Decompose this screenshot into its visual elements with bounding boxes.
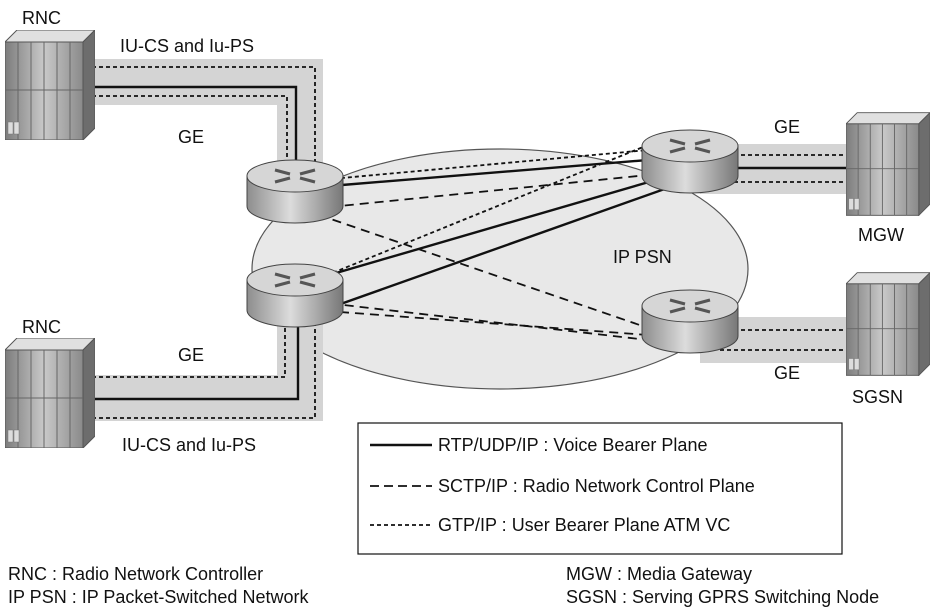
sgsn-rack [846,272,930,376]
router-sgsn-side [640,288,740,355]
mgw-rack [846,112,930,216]
top-iu-label: IU-CS and Iu-PS [120,36,254,56]
footnote-rnc: RNC : Radio Network Controller [8,564,264,584]
sgsn-ge-label: GE [774,363,800,383]
sgsn-label: SGSN [852,387,903,407]
rnc-top-label: RNC [22,8,61,28]
core-paths [287,144,691,341]
legend: RTP/UDP/IP : Voice Bearer Plane SCTP/IP … [357,422,843,555]
rnc-bottom-label: RNC [22,317,61,337]
router-top-left [245,158,345,225]
bottom-ge-label: GE [178,345,204,365]
ip-psn-cloud [251,148,749,390]
rnc-bottom-rack [5,338,95,448]
legend-box [357,422,843,555]
rnc-top-rack [5,30,95,140]
legend-item-solid: RTP/UDP/IP : Voice Bearer Plane [438,435,707,455]
sgsn-connections [720,329,860,351]
footnote-mgw: MGW : Media Gateway [566,564,753,584]
router-mgw-side [640,128,740,195]
router-bottom-left [245,262,345,329]
legend-item-dashed: SCTP/IP : Radio Network Control Plane [438,476,755,496]
footnote-sgsn: SGSN : Serving GPRS Switching Node [566,587,880,607]
footnote-ip-psn: IP PSN : IP Packet-Switched Network [8,587,309,607]
mgw-ge-label: GE [774,117,800,137]
top-rnc-link-band [92,59,323,192]
mgw-connections [720,154,860,183]
top-rnc-connections [92,66,316,182]
mgw-label: MGW [858,225,904,245]
legend-item-dotted: GTP/IP : User Bearer Plane ATM VC [438,515,730,535]
top-ge-label: GE [178,127,204,147]
bottom-iu-label: IU-CS and Iu-PS [122,435,256,455]
ip-psn-label: IP PSN [613,247,672,267]
